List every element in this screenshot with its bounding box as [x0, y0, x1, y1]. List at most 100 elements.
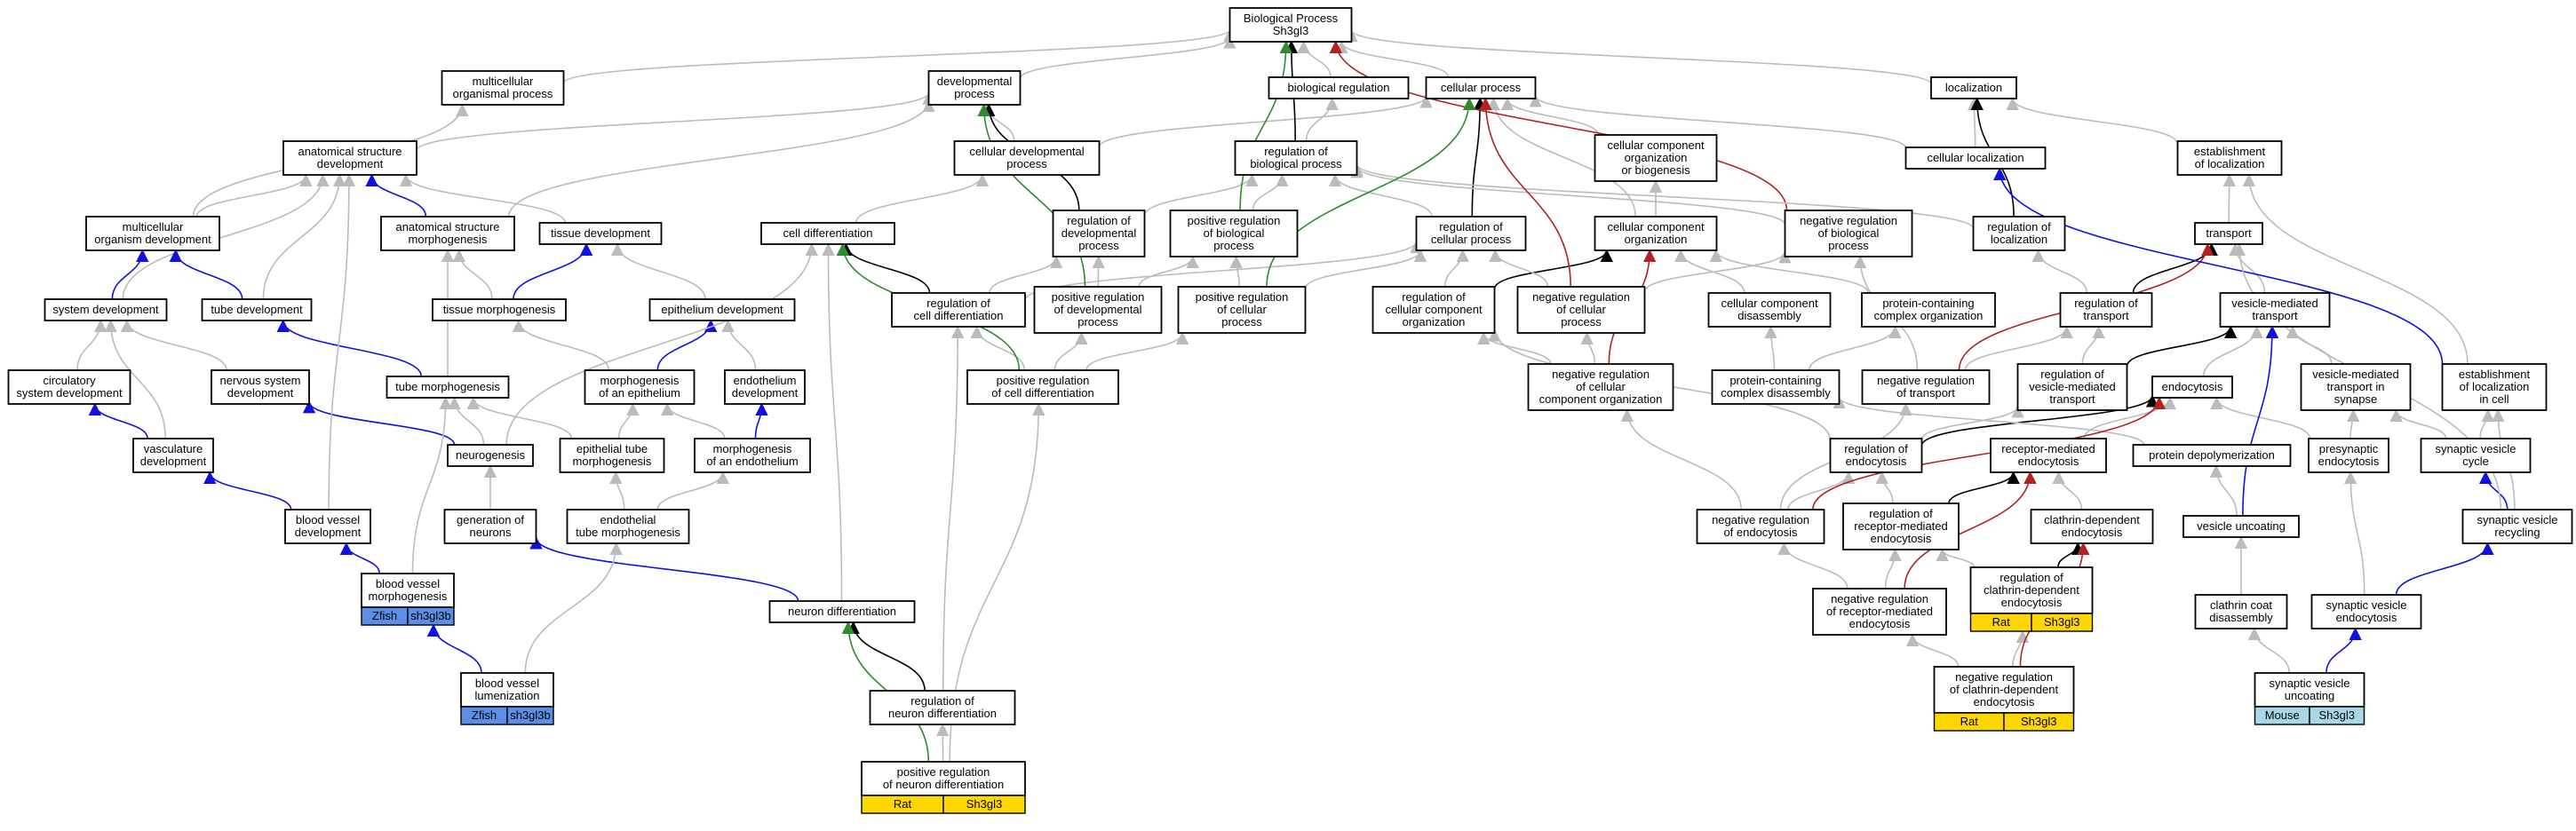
- node-bio-reg[interactable]: biological regulation: [1268, 76, 1410, 99]
- species-label: Mouse: [2265, 708, 2300, 722]
- node-reg-clathrin[interactable]: regulation ofclathrin-dependentendocytos…: [1969, 566, 2094, 632]
- edge-reg-bio-proc-to-bio-reg: [1305, 97, 1339, 142]
- edge-reg-transport-to-reg-loc: [2031, 249, 2088, 294]
- node-label: vesicle-mediated: [2231, 297, 2318, 310]
- node-cell-proc[interactable]: cellular process: [1425, 76, 1537, 99]
- node-box: [1169, 210, 1299, 257]
- node-prot-depoly[interactable]: protein depolymerization: [2132, 444, 2292, 467]
- edge-anat-morph-to-dev-proc: [507, 99, 935, 218]
- node-endocytosis[interactable]: endocytosis: [2151, 376, 2233, 399]
- node-sys-dev[interactable]: system development: [44, 298, 168, 321]
- node-reg-rm-endo[interactable]: regulation ofreceptor-mediatedendocytosi…: [1842, 503, 1960, 550]
- node-transport[interactable]: transport: [2194, 222, 2263, 245]
- node-tube-dev[interactable]: tube development: [201, 298, 313, 321]
- edge-neg-reg-bio-to-bp: [1329, 40, 1788, 211]
- node-cell-diff[interactable]: cell differentiation: [760, 222, 895, 245]
- node-vesicle-uncoating[interactable]: vesicle uncoating: [2182, 515, 2300, 538]
- edge-reg-dev-proc-to-reg-bio-proc: [1143, 173, 1259, 217]
- node-localization[interactable]: localization: [1930, 76, 2017, 99]
- node-box: [1033, 286, 1163, 334]
- edge-sv-recycling-to-sv-cycle: [2479, 471, 2508, 510]
- node-label: regulation of: [1264, 145, 1328, 158]
- node-box: [44, 298, 168, 321]
- node-tube-morph[interactable]: tube morphogenesis: [386, 376, 510, 399]
- node-neurogenesis[interactable]: neurogenesis: [447, 444, 534, 467]
- edge-neg-reg-cc-org-to-reg-cc-org: [1477, 331, 1552, 365]
- node-label: complex organization: [1874, 309, 1984, 322]
- node-box: [2461, 509, 2573, 544]
- node-label: multicellular: [123, 220, 184, 233]
- node-label: development: [295, 526, 362, 539]
- edge-anat-dev-to-dev-proc: [416, 91, 935, 151]
- edge-cell-dev-proc-to-dev-proc: [981, 103, 1015, 142]
- node-label: cell differentiation: [783, 226, 873, 240]
- node-label: cycle: [2462, 455, 2489, 468]
- node-cell-loc[interactable]: cellular localization: [1904, 146, 2047, 170]
- node-tissue-morph[interactable]: tissue morphogenesis: [432, 298, 567, 321]
- node-neuron-diff[interactable]: neuron differentiation: [768, 600, 916, 623]
- node-label: endocytosis: [2162, 380, 2223, 393]
- node-epi-dev[interactable]: epithelium development: [648, 298, 796, 321]
- edge-transport-to-est-loc: [2222, 173, 2236, 224]
- node-tissue-dev[interactable]: tissue development: [538, 222, 663, 245]
